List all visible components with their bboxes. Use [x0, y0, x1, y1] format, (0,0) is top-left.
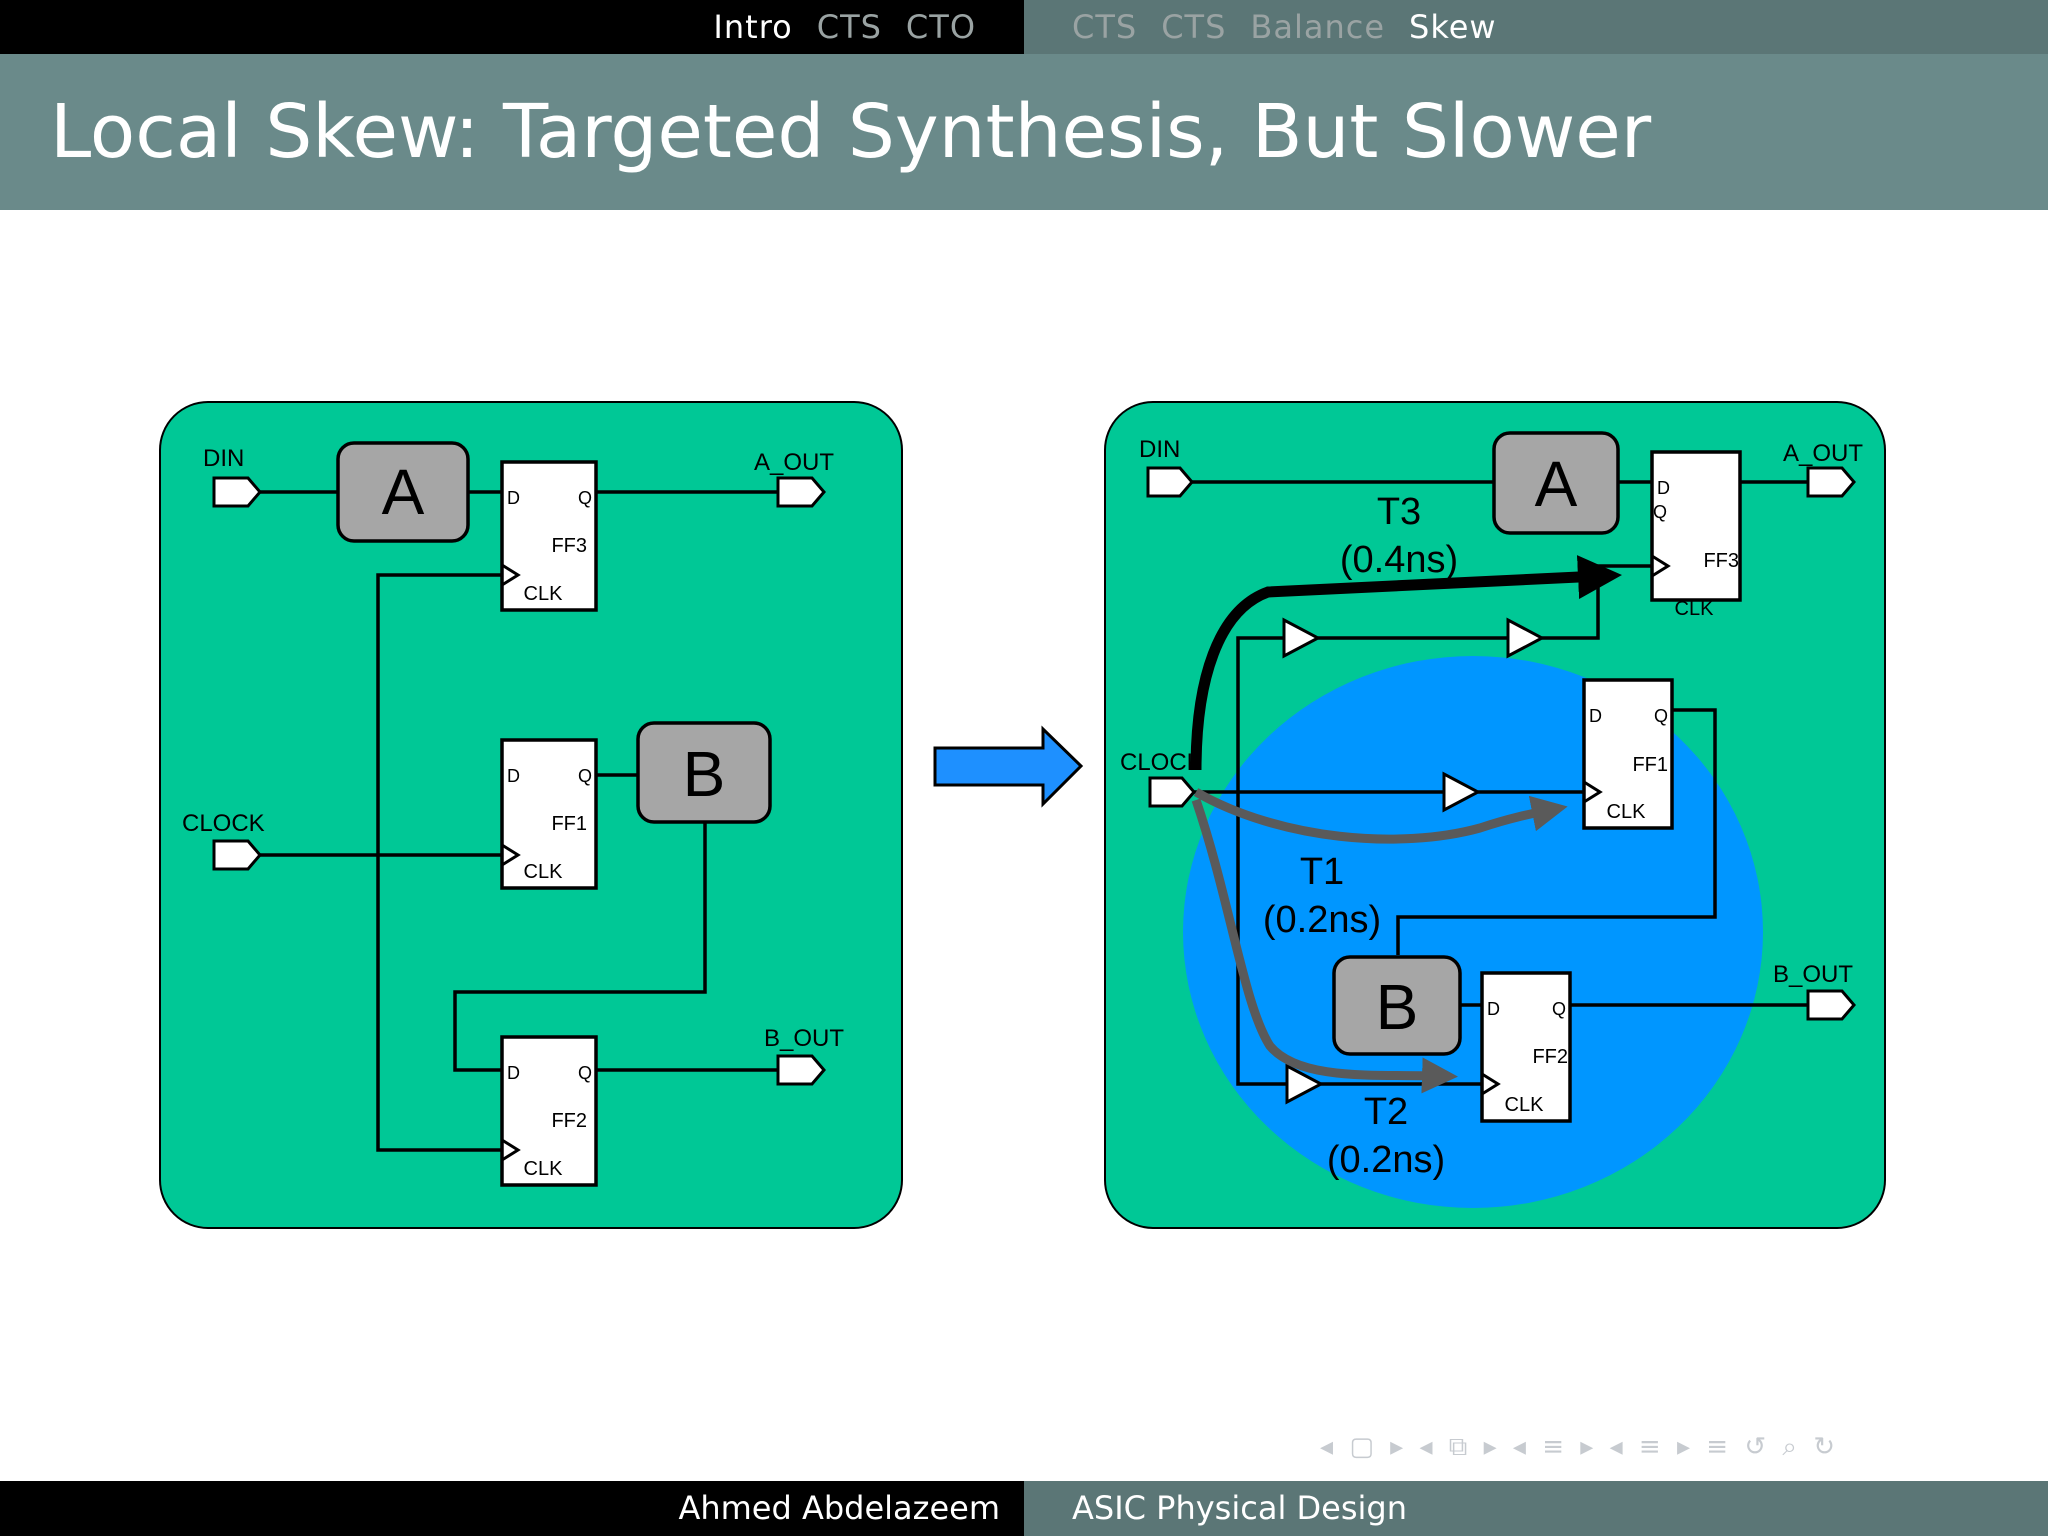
- right-clock-port: [1148, 776, 1196, 808]
- right-ff2-name: FF2: [1532, 1046, 1568, 1068]
- left-panel: DIN CLOCK A_OUT B_OUT A B D Q FF3 CLK D …: [159, 401, 903, 1229]
- buffer-1: [1282, 617, 1322, 659]
- footer-left: [0, 1481, 1024, 1536]
- right-block-a: [1492, 431, 1620, 535]
- right-a-out-label: A_OUT: [1783, 440, 1863, 467]
- right-ff3-clk: CLK: [1675, 598, 1715, 620]
- footer-author: Ahmed Abdelazeem: [678, 1489, 1000, 1527]
- path-t1-arrow: [1193, 788, 1568, 844]
- right-ff1-d: D: [1589, 706, 1602, 726]
- title-bar: Local Skew: Targeted Synthesis, But Slow…: [0, 54, 2048, 210]
- left-ff2-d: D: [507, 1063, 520, 1083]
- left-ff2-name: FF2: [551, 1110, 587, 1132]
- right-a-out-port: [1806, 466, 1856, 498]
- left-ff3-name: FF3: [551, 535, 587, 557]
- right-ff1-q: Q: [1654, 706, 1668, 726]
- top-nav-bar: Intro CTS CTO CTS CTS Balance Skew: [0, 0, 2048, 54]
- left-block-a: [336, 441, 470, 543]
- right-block-b-label: B: [1376, 971, 1419, 1043]
- top-nav-right: [1024, 0, 2048, 54]
- right-ff3-d: D: [1657, 478, 1670, 498]
- left-ff1-clk: CLK: [524, 861, 564, 883]
- left-block-b: [636, 721, 772, 824]
- right-ff1-clk: CLK: [1607, 801, 1647, 823]
- nav-item-balance[interactable]: Balance: [1250, 8, 1386, 46]
- right-clock-label-clip: CLOCK: [1120, 749, 1203, 776]
- right-block-a-label: A: [1535, 448, 1578, 520]
- beamer-navigation-icons[interactable]: ◂ ▢ ▸ ◂ ⧉ ▸ ◂ ≡ ▸ ◂ ≡ ▸ ≡ ↺ ⌕ ↻: [1320, 1432, 1839, 1462]
- right-ff2-clk: CLK: [1505, 1094, 1545, 1116]
- left-block-a-label: A: [382, 456, 425, 528]
- buffer-2: [1506, 617, 1546, 659]
- left-ff1-q: Q: [578, 766, 592, 786]
- nav-item-cts[interactable]: CTS: [816, 8, 882, 46]
- footer-right: [1024, 1481, 2048, 1536]
- right-panel: DIN CLOCK A_OUT B_OUT A B D Q FF3 CLK D …: [1104, 401, 1886, 1229]
- path-t2-arrow: [1191, 798, 1458, 1094]
- path-t1-delay: (0.2ns): [1263, 899, 1381, 941]
- right-ff3: D Q FF3 CLK: [1650, 450, 1742, 620]
- left-ff1: D Q FF1 CLK: [500, 738, 598, 890]
- transform-arrow: [933, 725, 1084, 808]
- left-din-label: DIN: [203, 445, 244, 472]
- left-b-out-port: [776, 1054, 826, 1086]
- footer-bar: Ahmed Abdelazeem ASIC Physical Design: [0, 1481, 2048, 1536]
- footer-course: ASIC Physical Design: [1072, 1489, 1407, 1527]
- right-ff1: D Q FF1 CLK: [1582, 678, 1674, 830]
- path-t3-arrow: [1190, 555, 1622, 771]
- right-b-out-label: B_OUT: [1773, 961, 1853, 988]
- left-a-out-port: [776, 476, 826, 508]
- left-din-port: [212, 476, 262, 508]
- path-t3-delay: (0.4ns): [1340, 539, 1458, 581]
- path-t2-label: T2: [1364, 1091, 1408, 1133]
- left-ff2: D Q FF2 CLK: [500, 1035, 598, 1187]
- left-b-out-label: B_OUT: [764, 1025, 844, 1052]
- nav-item-intro[interactable]: Intro: [713, 8, 793, 46]
- left-ff2-clk: CLK: [524, 1158, 564, 1180]
- right-ff2-d: D: [1487, 999, 1500, 1019]
- right-din-label: DIN: [1139, 436, 1180, 463]
- path-t3-label: T3: [1377, 491, 1421, 533]
- nav-item-cts-3[interactable]: CTS: [1161, 8, 1227, 46]
- left-ff1-name: FF1: [551, 813, 587, 835]
- right-ff2-q: Q: [1552, 999, 1566, 1019]
- slide-title: Local Skew: Targeted Synthesis, But Slow…: [50, 89, 1652, 175]
- section-nav-left: Intro CTS CTO: [713, 0, 1000, 54]
- right-ff3-q: Q: [1653, 502, 1667, 522]
- left-clock-port: [212, 839, 262, 871]
- buffer-4: [1285, 1063, 1325, 1105]
- left-ff3-d: D: [507, 488, 520, 508]
- left-wires: [260, 490, 778, 1152]
- right-block-b: [1332, 955, 1462, 1056]
- buffer-3: [1442, 771, 1482, 813]
- top-nav-left: [0, 0, 1024, 54]
- path-t1-label: T1: [1300, 851, 1344, 893]
- left-block-b-label: B: [683, 738, 726, 810]
- right-ff3-name: FF3: [1703, 550, 1739, 572]
- nav-item-cto[interactable]: CTO: [905, 8, 976, 46]
- section-nav-right: CTS CTS Balance Skew: [1072, 0, 1521, 54]
- left-ff3-q: Q: [578, 488, 592, 508]
- left-clock-label: CLOCK: [182, 810, 265, 837]
- right-wires: [1192, 480, 1808, 1086]
- right-din-port: [1146, 466, 1194, 498]
- left-ff1-d: D: [507, 766, 520, 786]
- right-ff2: D Q FF2 CLK: [1480, 971, 1572, 1123]
- right-b-out-port: [1806, 989, 1856, 1021]
- nav-item-cts-2[interactable]: CTS: [1072, 8, 1138, 46]
- left-ff3-clk: CLK: [524, 583, 564, 605]
- left-a-out-label: A_OUT: [754, 449, 834, 476]
- path-t2-delay: (0.2ns): [1327, 1139, 1445, 1181]
- nav-item-skew[interactable]: Skew: [1409, 8, 1497, 46]
- left-ff2-q: Q: [578, 1063, 592, 1083]
- left-ff3: D Q FF3 CLK: [500, 460, 598, 612]
- right-clock-label: CLOCK: [1120, 749, 1203, 776]
- right-ff1-name: FF1: [1632, 754, 1668, 776]
